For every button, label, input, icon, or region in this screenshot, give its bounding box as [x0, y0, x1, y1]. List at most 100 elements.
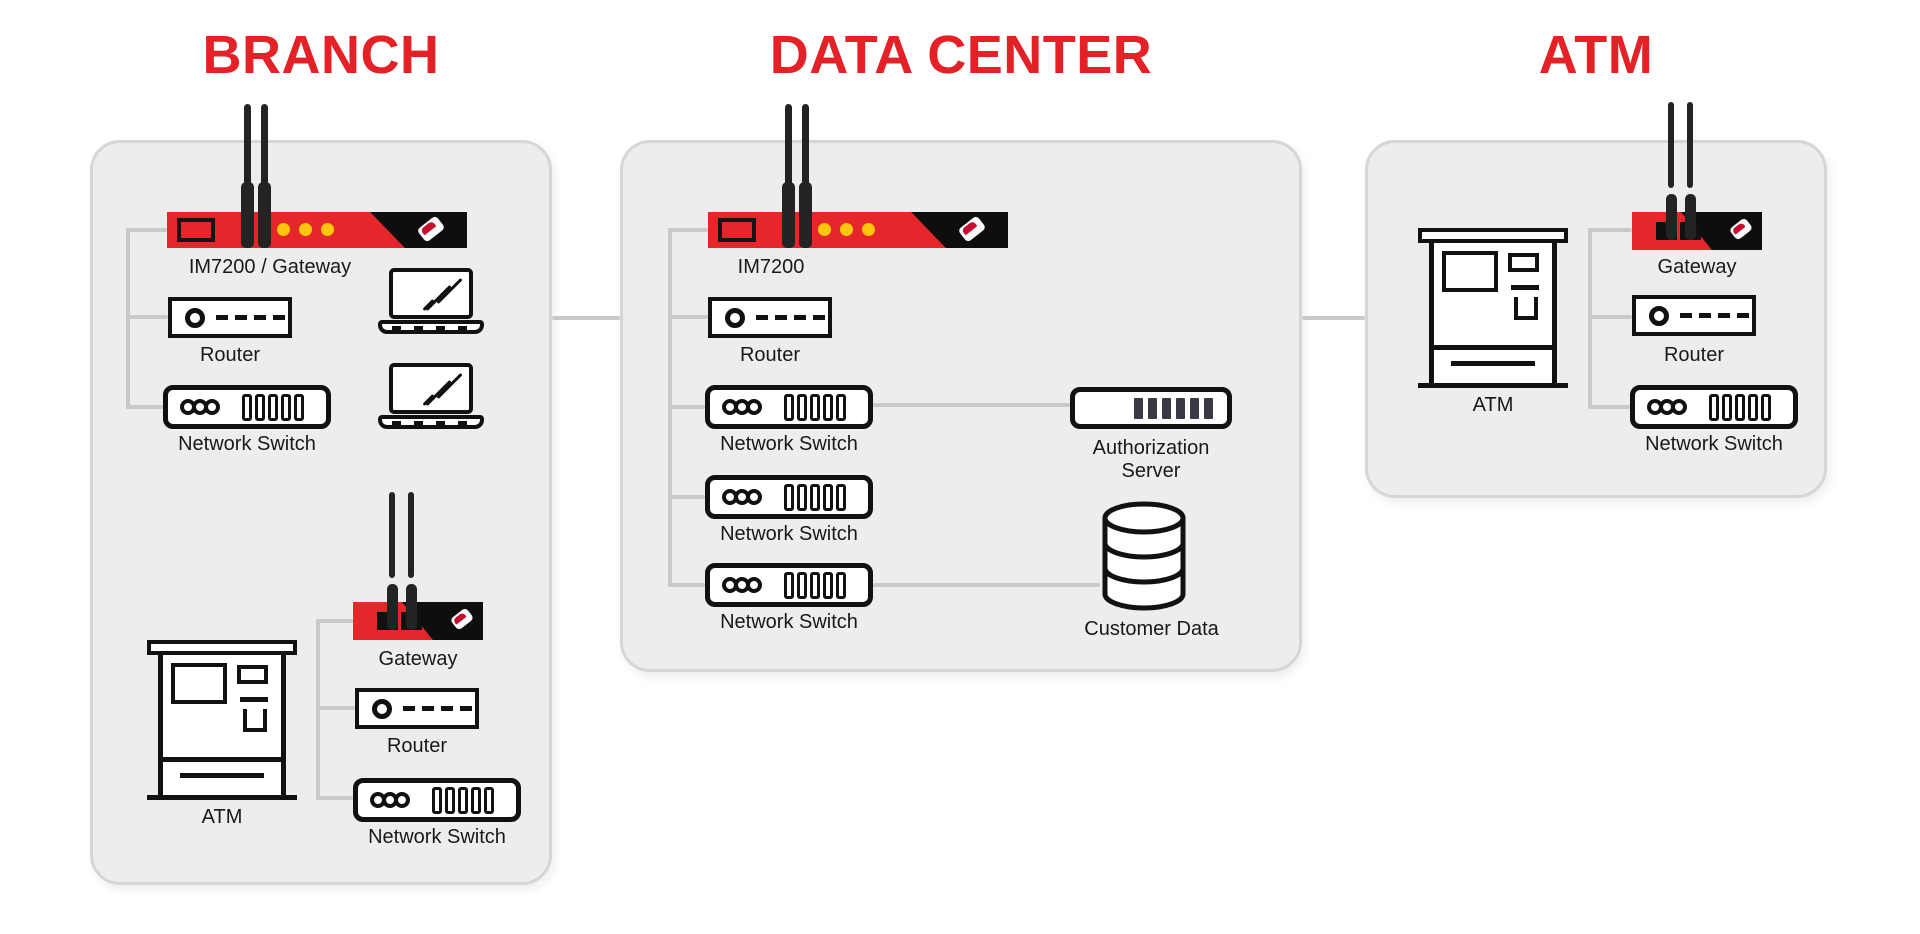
network-switch-icon — [353, 778, 521, 822]
device-label: ATM — [1472, 394, 1514, 416]
cellular-gateway-icon — [353, 492, 483, 640]
server-slot — [1134, 397, 1143, 419]
keyboard-dashes — [392, 326, 470, 330]
port-fin — [810, 571, 820, 599]
atm-base — [1418, 383, 1568, 388]
server-icon — [1070, 387, 1232, 429]
antenna-rod — [1687, 102, 1693, 188]
antenna-icon — [258, 104, 271, 248]
atm-canopy — [147, 640, 297, 655]
device-label: Router — [199, 344, 261, 366]
antenna-sleeve — [258, 182, 271, 248]
antenna-sleeve — [387, 584, 398, 630]
antenna-sleeve — [782, 182, 795, 248]
antenna-rod — [408, 492, 414, 578]
antenna-sleeve — [406, 584, 417, 630]
port-fin — [1748, 393, 1758, 421]
network-switch-icon — [1630, 385, 1798, 429]
router-port-icon — [725, 307, 745, 328]
port-fin — [797, 571, 807, 599]
router-icon — [708, 297, 832, 338]
switch-links-icon — [370, 792, 410, 808]
branch-stub-gateway — [316, 619, 353, 623]
device-label: Network Switch — [720, 523, 858, 545]
atm-machine-icon — [1418, 228, 1568, 388]
network-switch-icon — [163, 385, 331, 429]
link-ring — [746, 489, 762, 505]
antenna-sleeve — [799, 182, 812, 248]
switch-ports-icon — [784, 393, 846, 421]
server-slot — [1204, 397, 1213, 419]
atm-canopy — [1418, 228, 1568, 243]
cellular-router-icon — [708, 104, 1008, 248]
antenna-icon — [406, 492, 417, 630]
network-switch-icon — [705, 475, 873, 519]
port-fin — [294, 393, 304, 421]
antenna-rod — [389, 492, 395, 578]
atm-receipt-slot — [1508, 253, 1539, 272]
antenna-rod — [785, 104, 792, 190]
datacenter-stub-switch-3 — [668, 583, 705, 587]
switch-links-icon — [722, 489, 762, 505]
port-fin — [810, 393, 820, 421]
switch-ports-icon — [242, 393, 304, 421]
atm-body — [158, 653, 286, 795]
antenna-sleeve — [1685, 194, 1696, 240]
laptop-icon — [378, 268, 484, 334]
device-label: IM7200 — [737, 256, 805, 278]
antenna-rod — [1668, 102, 1674, 188]
link-ring — [204, 399, 220, 415]
atm-screen — [171, 663, 227, 704]
port-fin — [1735, 393, 1745, 421]
port-fin — [445, 786, 455, 814]
router-port-icon — [1649, 305, 1669, 326]
atm-cash-slot — [1451, 361, 1535, 366]
device-label: Gateway — [1657, 256, 1737, 278]
laptop-icon — [378, 363, 484, 429]
link-ring — [746, 577, 762, 593]
branch-stub-router-top — [126, 315, 168, 319]
device-label: Network Switch — [1645, 433, 1783, 455]
server-slot — [1190, 397, 1199, 419]
glare-line — [436, 372, 463, 400]
status-led-icon — [277, 223, 290, 236]
device-label: ATM — [201, 806, 243, 828]
port-fin — [823, 571, 833, 599]
atm-card-slot — [240, 697, 268, 702]
port-fin — [458, 786, 468, 814]
atm-body — [1429, 241, 1557, 383]
port-fin — [784, 483, 794, 511]
server-slot — [1148, 397, 1157, 419]
laptop-screen — [389, 268, 473, 319]
router-dashes — [1680, 313, 1749, 318]
router-port-icon — [185, 307, 205, 328]
device-label: Network Switch — [720, 611, 858, 633]
switch-links-icon — [180, 399, 220, 415]
device-label: Authorization Server — [1092, 437, 1210, 482]
network-switch-icon — [705, 385, 873, 429]
network-switch-icon — [705, 563, 873, 607]
link-switch3-customerdata — [873, 583, 1100, 587]
antenna-icon — [387, 492, 398, 630]
antenna-icon — [1666, 102, 1677, 240]
status-led-icon — [299, 223, 312, 236]
port-fin — [281, 393, 291, 421]
atm-machine-icon — [147, 640, 297, 800]
switch-ports-icon — [784, 483, 846, 511]
switch-ports-icon — [784, 571, 846, 599]
port-fin — [823, 393, 833, 421]
antenna-icon — [1685, 102, 1696, 240]
port-fin — [484, 786, 494, 814]
antenna-icon — [799, 104, 812, 248]
atm-cash-slot — [180, 773, 264, 778]
server-slot — [1176, 397, 1185, 419]
port-fin — [432, 786, 442, 814]
branch-stub-router-bottom — [316, 706, 355, 710]
wan-link-datacenter-atm — [1302, 316, 1365, 320]
laptop-screen — [389, 363, 473, 414]
datacenter-stub-switch-1 — [668, 405, 705, 409]
port-fin — [836, 571, 846, 599]
port-fin — [471, 786, 481, 814]
display-port-icon — [177, 218, 215, 242]
